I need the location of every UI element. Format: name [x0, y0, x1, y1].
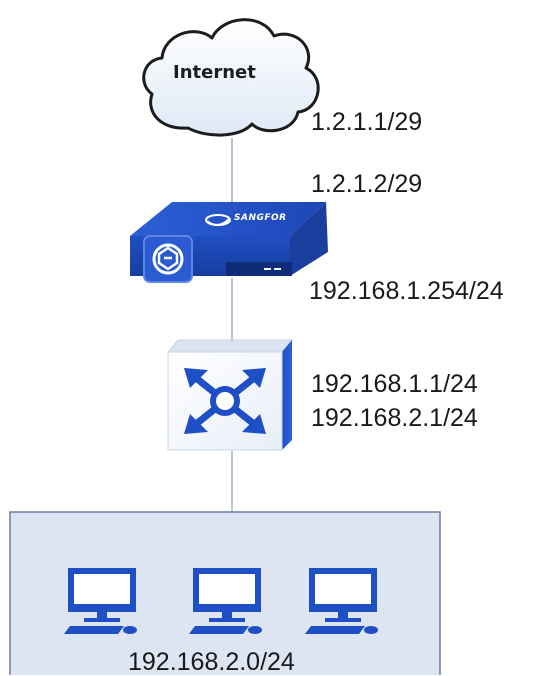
- firewall-shield-icon: [143, 235, 193, 283]
- lan-subnet-label: 192.168.2.0/24: [128, 648, 295, 676]
- firewall-wan-ip: 1.2.1.2/29: [311, 170, 423, 198]
- firewall-brand-label: SANGFOR: [234, 213, 287, 223]
- internet-cloud-icon: [142, 18, 320, 137]
- switch-ip-2: 192.168.2.1/24: [311, 404, 478, 432]
- internet-label: Internet: [173, 62, 256, 83]
- switch-ip-1: 192.168.1.1/24: [311, 370, 478, 398]
- firewall-lan-ip: 192.168.1.254/24: [309, 277, 504, 305]
- internet-gateway-ip: 1.2.1.1/29: [311, 108, 423, 136]
- pc-icon: [305, 568, 378, 634]
- pc-icon: [189, 568, 262, 634]
- switch-arrows-icon: [184, 368, 266, 434]
- pc-icon: [64, 568, 137, 634]
- sangfor-logo-icon: [205, 214, 231, 226]
- core-switch-device: [166, 339, 294, 451]
